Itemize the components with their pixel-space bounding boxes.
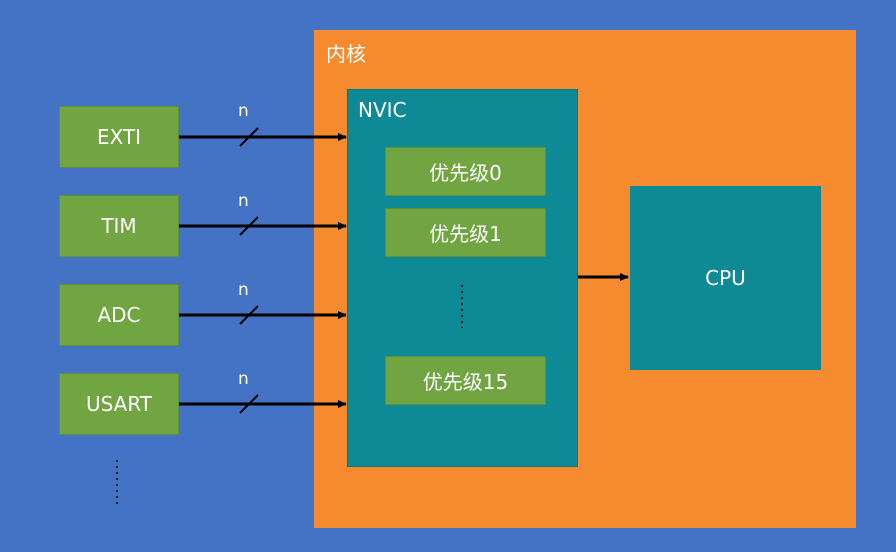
exti-bus-slash [239, 127, 259, 147]
source-usart-label: USART [85, 392, 153, 416]
adc-bus-slash [239, 305, 259, 325]
bus-width-label-exti: n [238, 101, 249, 121]
source-exti-block: EXTI [59, 106, 179, 168]
nvic-block [347, 89, 578, 467]
core-label: 内核 [326, 42, 366, 66]
source-tim-label: TIM [101, 214, 137, 238]
bus-width-label-tim: n [238, 191, 249, 211]
bus-width-label-usart: n [238, 369, 249, 389]
usart-bus-slash [239, 394, 259, 414]
cpu-block: CPU [630, 186, 821, 370]
priority-0-label: 优先级0 [429, 161, 502, 185]
source-exti-label: EXTI [96, 125, 142, 149]
priority-1-label: 优先级1 [429, 222, 502, 246]
cpu-label: CPU [705, 266, 746, 290]
tim-bus-slash [239, 216, 259, 236]
priority-15-label: 优先级15 [422, 370, 509, 394]
nvic-label: NVIC [358, 98, 407, 122]
priority-1-block: 优先级1 [385, 208, 546, 257]
source-usart-block: USART [59, 373, 179, 435]
source-tim-block: TIM [59, 195, 179, 257]
priority-15-block: 优先级15 [385, 356, 546, 405]
bus-width-label-adc: n [238, 280, 249, 300]
source-adc-block: ADC [59, 284, 179, 346]
source-adc-label: ADC [97, 303, 141, 327]
priority-0-block: 优先级0 [385, 147, 546, 196]
